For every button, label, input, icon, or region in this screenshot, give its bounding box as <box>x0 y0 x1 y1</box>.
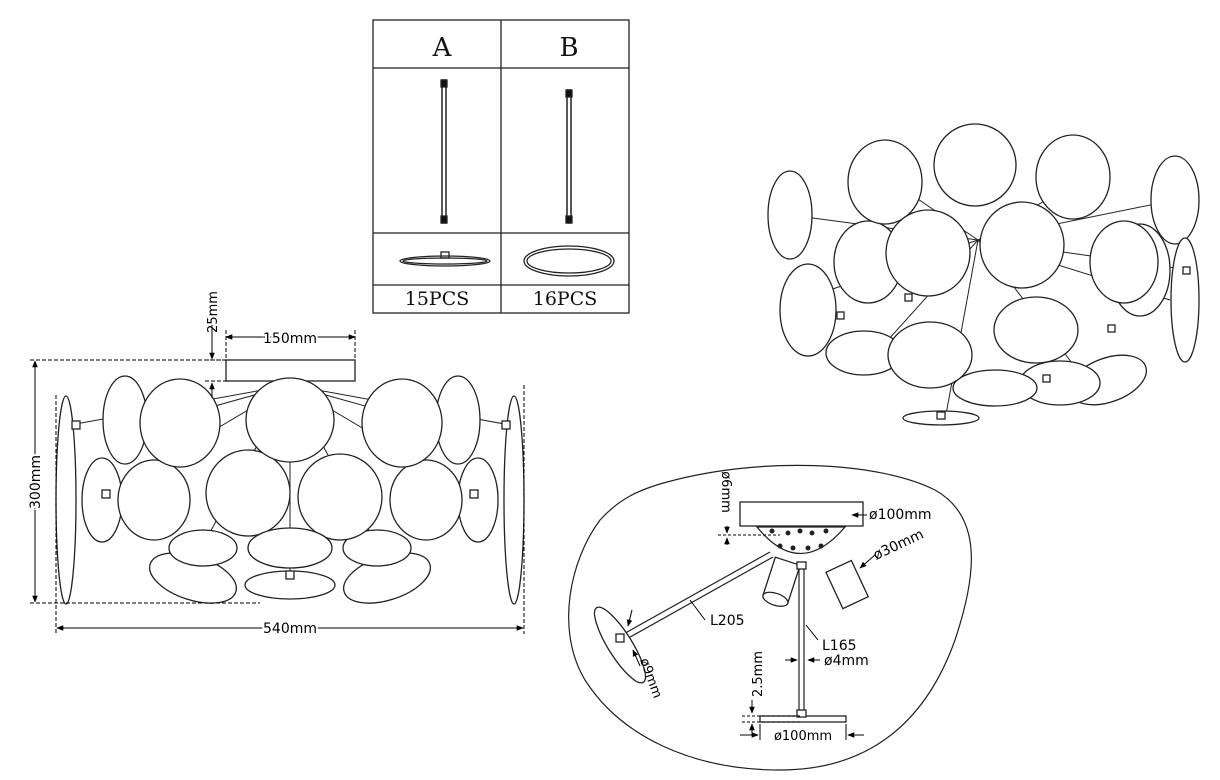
disc-b-drawing <box>523 245 615 277</box>
short-arm-label: L165 <box>822 638 857 654</box>
rod-b-drawing <box>565 89 573 224</box>
detail-canopy <box>739 501 864 527</box>
total-height-label: 300mm <box>28 455 44 509</box>
detail-parts <box>593 501 870 723</box>
detail-outline <box>568 464 972 771</box>
lamp-diameter-label: ø30mm <box>871 526 926 563</box>
rod-diameter-label: ø4mm <box>824 653 869 669</box>
column-a-quantity: 15PCS <box>405 288 470 310</box>
front-view-dimensions <box>30 325 525 634</box>
pin-diameter-label: ø6mm <box>718 471 733 513</box>
front-view-lamp <box>55 359 525 605</box>
rod-a-drawing <box>440 79 448 224</box>
bottom-disc-diameter-label: ø100mm <box>774 729 832 744</box>
disc-thickness-label: 2.5mm <box>751 651 766 697</box>
canopy-diameter-label: ø100mm <box>869 507 932 523</box>
disc-a-drawing <box>399 251 491 267</box>
parts-table <box>372 19 630 314</box>
column-a-header: A <box>432 33 453 63</box>
column-b-header: B <box>559 33 578 63</box>
column-b-quantity: 16PCS <box>533 288 598 310</box>
canopy-height-label: 25mm <box>206 291 221 333</box>
long-arm-label: L205 <box>710 613 745 629</box>
front-view: 150mm 25mm 300mm 540mm <box>26 291 525 639</box>
perspective-view <box>767 123 1200 426</box>
detail-view: ø6mm ø100mm ø30mm L205 L165 ø4mm 2.5mm ø… <box>568 464 972 771</box>
total-width-label: 540mm <box>263 621 317 637</box>
detail-dimensions <box>626 512 876 740</box>
canopy-width-label: 150mm <box>263 331 317 347</box>
